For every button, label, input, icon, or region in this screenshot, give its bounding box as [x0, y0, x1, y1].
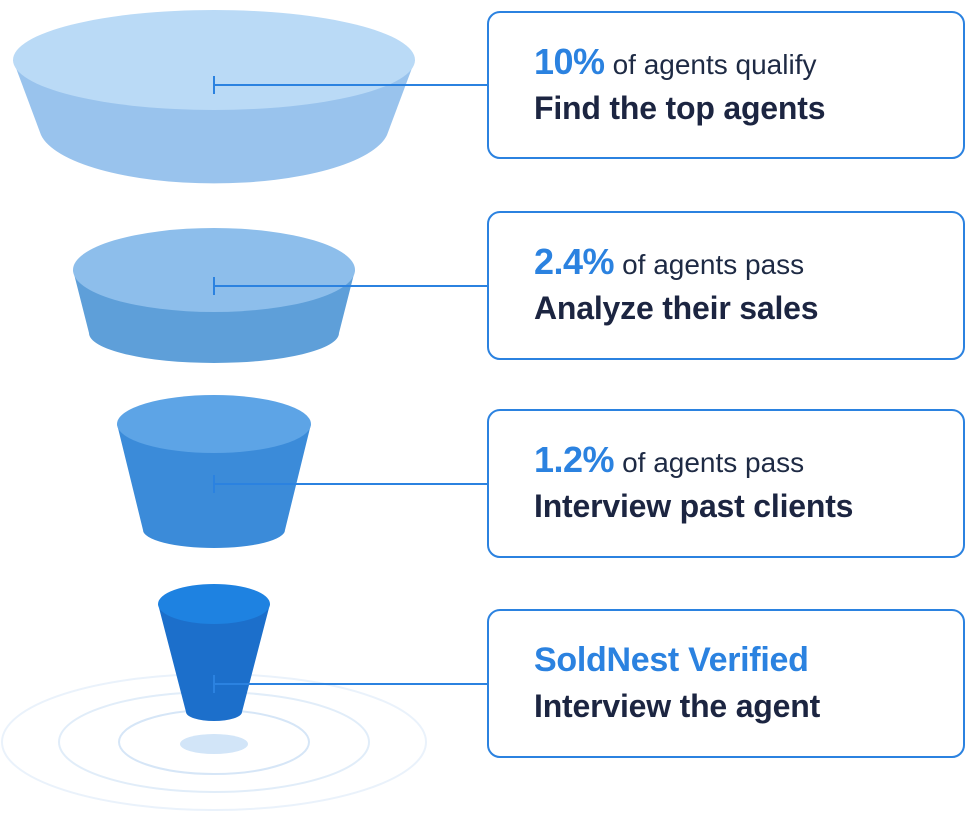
step-subtext: of agents pass [622, 447, 805, 478]
step-stat-line: SoldNest Verified [534, 637, 963, 683]
verified-label: SoldNest Verified [534, 641, 809, 679]
funnel-tier-3-top [117, 395, 311, 453]
step-title: Interview the agent [534, 688, 821, 724]
step-stat-line: 1.2%of agents pass [534, 437, 963, 483]
step-percentage: 1.2% [534, 439, 615, 480]
step-title: Analyze their sales [534, 290, 819, 326]
funnel-tier-1-top [13, 10, 415, 110]
ripple-center [180, 734, 248, 754]
step-card-sales: 2.4%of agents pass Analyze their sales [487, 211, 965, 360]
funnel-tier-2-top [73, 228, 355, 312]
step-stat-line: 10%of agents qualify [534, 39, 963, 85]
step-subtext: of agents qualify [612, 49, 817, 80]
step-card-verified: SoldNest Verified Interview the agent [487, 609, 965, 758]
step-percentage: 2.4% [534, 241, 615, 282]
step-subtext: of agents pass [622, 249, 805, 280]
step-title: Find the top agents [534, 90, 826, 126]
funnel-tier-4-body [158, 604, 270, 721]
funnel-tier-4-top [158, 584, 270, 624]
step-percentage: 10% [534, 41, 605, 82]
step-stat-line: 2.4%of agents pass [534, 239, 963, 285]
step-card-clients: 1.2%of agents pass Interview past client… [487, 409, 965, 558]
step-card-qualify: 10%of agents qualify Find the top agents [487, 11, 965, 159]
step-title: Interview past clients [534, 488, 854, 524]
